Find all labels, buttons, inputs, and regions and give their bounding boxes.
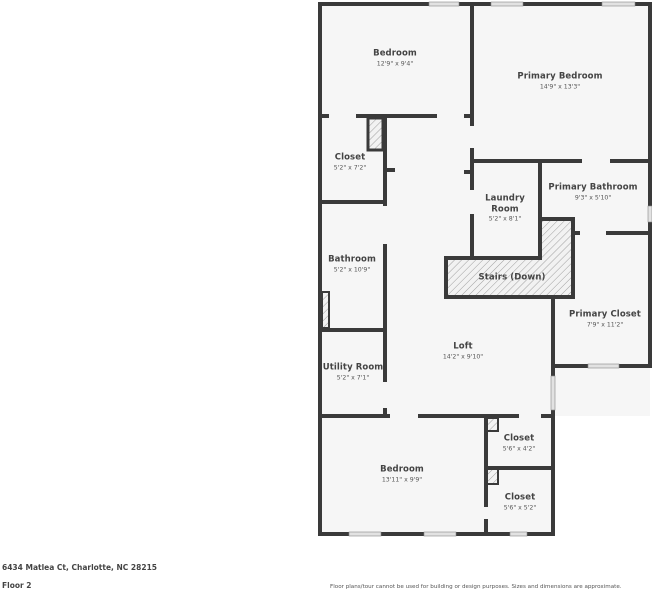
room-dimensions: 5'2" x 7'1" — [336, 374, 370, 382]
closet-shaft-hatch — [366, 116, 385, 152]
room-dimensions: 12'9" x 9'4" — [376, 60, 414, 68]
room-name: Primary Closet — [569, 309, 641, 320]
listing-address: 6434 Matlea Ct, Charlotte, NC 28215 — [2, 563, 158, 572]
room-dimensions: 5'6" x 4'2" — [502, 445, 536, 453]
disclaimer: Floor plans/tour cannot be used for buil… — [330, 584, 622, 590]
window — [428, 1, 460, 7]
room-bedroom-1: Bedroom 12'9" x 9'4" — [373, 49, 417, 68]
room-dimensions: 9'3" x 5'10" — [574, 194, 612, 202]
walls — [318, 2, 652, 536]
room-name: Primary Bedroom — [517, 71, 603, 82]
room-stairs: Stairs (Down) — [479, 273, 546, 284]
room-closet-3: Closet 5'6" x 5'2" — [504, 493, 536, 512]
stairs-hatch — [444, 217, 575, 299]
room-closet-1: Closet 5'2" x 7'2" — [334, 153, 366, 172]
window — [601, 1, 636, 7]
room-dimensions: 7'9" x 11'2" — [586, 321, 624, 329]
room-name: Closet — [334, 152, 366, 163]
room-bedroom-2: Bedroom 13'11" x 9'9" — [380, 465, 424, 484]
windows — [348, 1, 652, 537]
floor-areas — [320, 4, 650, 534]
room-dimensions: 5'2" x 7'2" — [333, 164, 367, 172]
room-dimensions: 14'9" x 13'3" — [539, 83, 581, 91]
room-primary-bathroom: Primary Bathroom 9'3" x 5'10" — [548, 183, 637, 202]
room-name: Laundry Room — [485, 193, 525, 214]
closet-upper-shaft-hatch — [486, 417, 499, 432]
room-laundry: Laundry Room 5'2" x 8'1" — [483, 193, 527, 222]
room-name: Loft — [453, 341, 473, 352]
room-closet-2: Closet 5'6" x 4'2" — [503, 434, 535, 453]
window — [490, 1, 524, 7]
room-utility: Utility Room 5'2" x 7'1" — [323, 363, 384, 382]
window — [423, 531, 457, 537]
room-name: Bathroom — [328, 254, 376, 265]
room-name: Bedroom — [380, 464, 424, 475]
room-primary-bedroom: Primary Bedroom 14'9" x 13'3" — [517, 72, 602, 91]
room-bathroom: Bathroom 5'2" x 10'9" — [328, 255, 376, 274]
window — [587, 363, 620, 369]
room-primary-closet: Primary Closet 7'9" x 11'2" — [569, 310, 641, 329]
room-name: Closet — [504, 492, 536, 503]
room-name: Utility Room — [322, 362, 384, 373]
window — [647, 205, 652, 223]
window — [348, 531, 382, 537]
window — [550, 375, 556, 411]
floor-label: Floor 2 — [2, 581, 32, 590]
room-name: Stairs (Down) — [478, 272, 546, 283]
bathroom-shaft-hatch — [321, 291, 330, 329]
room-loft: Loft 14'2" x 9'10" — [443, 342, 483, 361]
room-dimensions: 5'2" x 8'1" — [488, 215, 522, 223]
window — [509, 531, 528, 537]
room-dimensions: 14'2" x 9'10" — [442, 353, 484, 361]
room-name: Closet — [503, 433, 535, 444]
room-name: Bedroom — [373, 48, 417, 59]
room-dimensions: 5'2" x 10'9" — [333, 266, 371, 274]
room-dimensions: 13'11" x 9'9" — [381, 476, 423, 484]
room-dimensions: 5'6" x 5'2" — [503, 504, 537, 512]
room-name: Primary Bathroom — [548, 182, 638, 193]
closet-lower-shaft-hatch — [486, 468, 499, 485]
